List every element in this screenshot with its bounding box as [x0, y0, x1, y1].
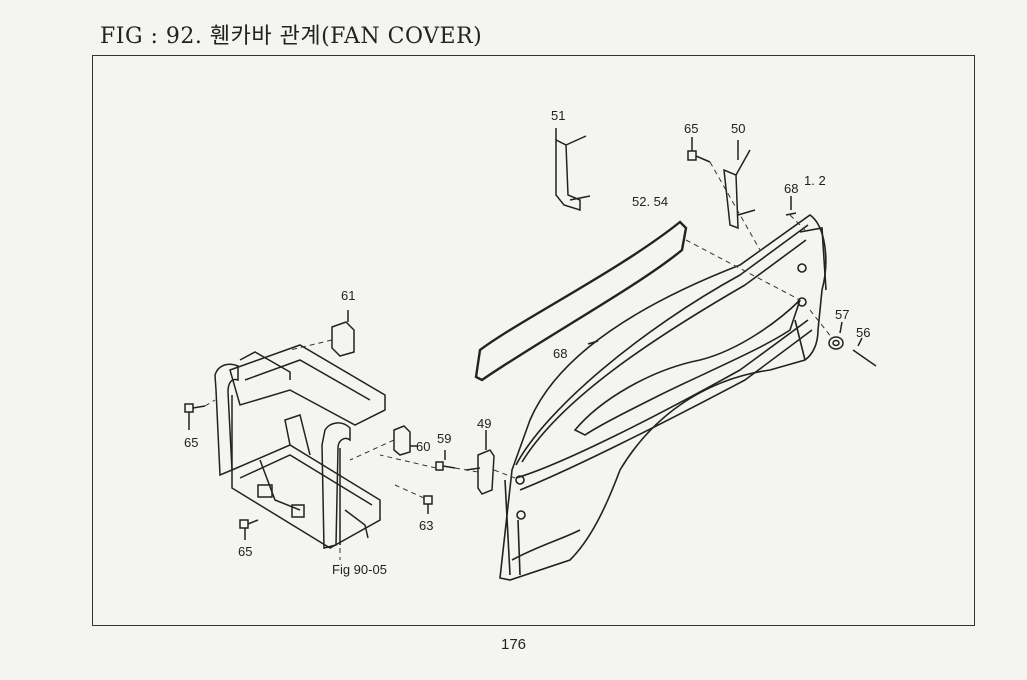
label-68-top: 68	[784, 181, 798, 196]
bracket-51	[555, 128, 591, 212]
bracket-60	[393, 425, 418, 456]
bracket-49	[465, 430, 495, 495]
label-65-bottom: 65	[238, 544, 252, 559]
leader-lines-left	[204, 339, 516, 560]
label-65-top: 65	[684, 121, 698, 136]
fan-cover-panel	[499, 214, 827, 581]
label-60: 60	[416, 439, 430, 454]
label-59: 59	[437, 431, 451, 446]
label-52-54: 52. 54	[632, 194, 668, 209]
pin-56	[852, 337, 877, 367]
bolt-59	[435, 450, 456, 471]
label-68-mid: 68	[553, 346, 567, 361]
label-1-2: 1. 2	[804, 173, 826, 188]
label-51: 51	[551, 108, 565, 123]
bolt-65-left	[184, 403, 206, 430]
figure-title: FIG : 92. 휀카바 관계(FAN COVER)	[100, 24, 483, 49]
bolt-65-top	[687, 137, 711, 163]
tag-68-mid	[587, 340, 599, 345]
tag-68-top	[785, 196, 797, 216]
label-63: 63	[419, 518, 433, 533]
leader-lines-right	[685, 161, 833, 339]
label-57: 57	[835, 307, 849, 322]
bracket-50	[723, 140, 756, 230]
diagram-frame	[92, 55, 975, 626]
label-49: 49	[477, 416, 491, 431]
label-61: 61	[341, 288, 355, 303]
label-fig-reference: Fig 90-05	[332, 562, 387, 577]
bolt-65-bottom	[239, 519, 259, 540]
bracket-61	[331, 310, 355, 357]
page-number: 176	[500, 636, 527, 653]
label-56: 56	[856, 325, 870, 340]
label-65-left: 65	[184, 435, 198, 450]
label-50: 50	[731, 121, 745, 136]
frame-assembly	[214, 344, 386, 549]
washer-57	[828, 321, 844, 350]
rubber-seal	[474, 220, 688, 382]
bolt-63	[423, 495, 433, 514]
